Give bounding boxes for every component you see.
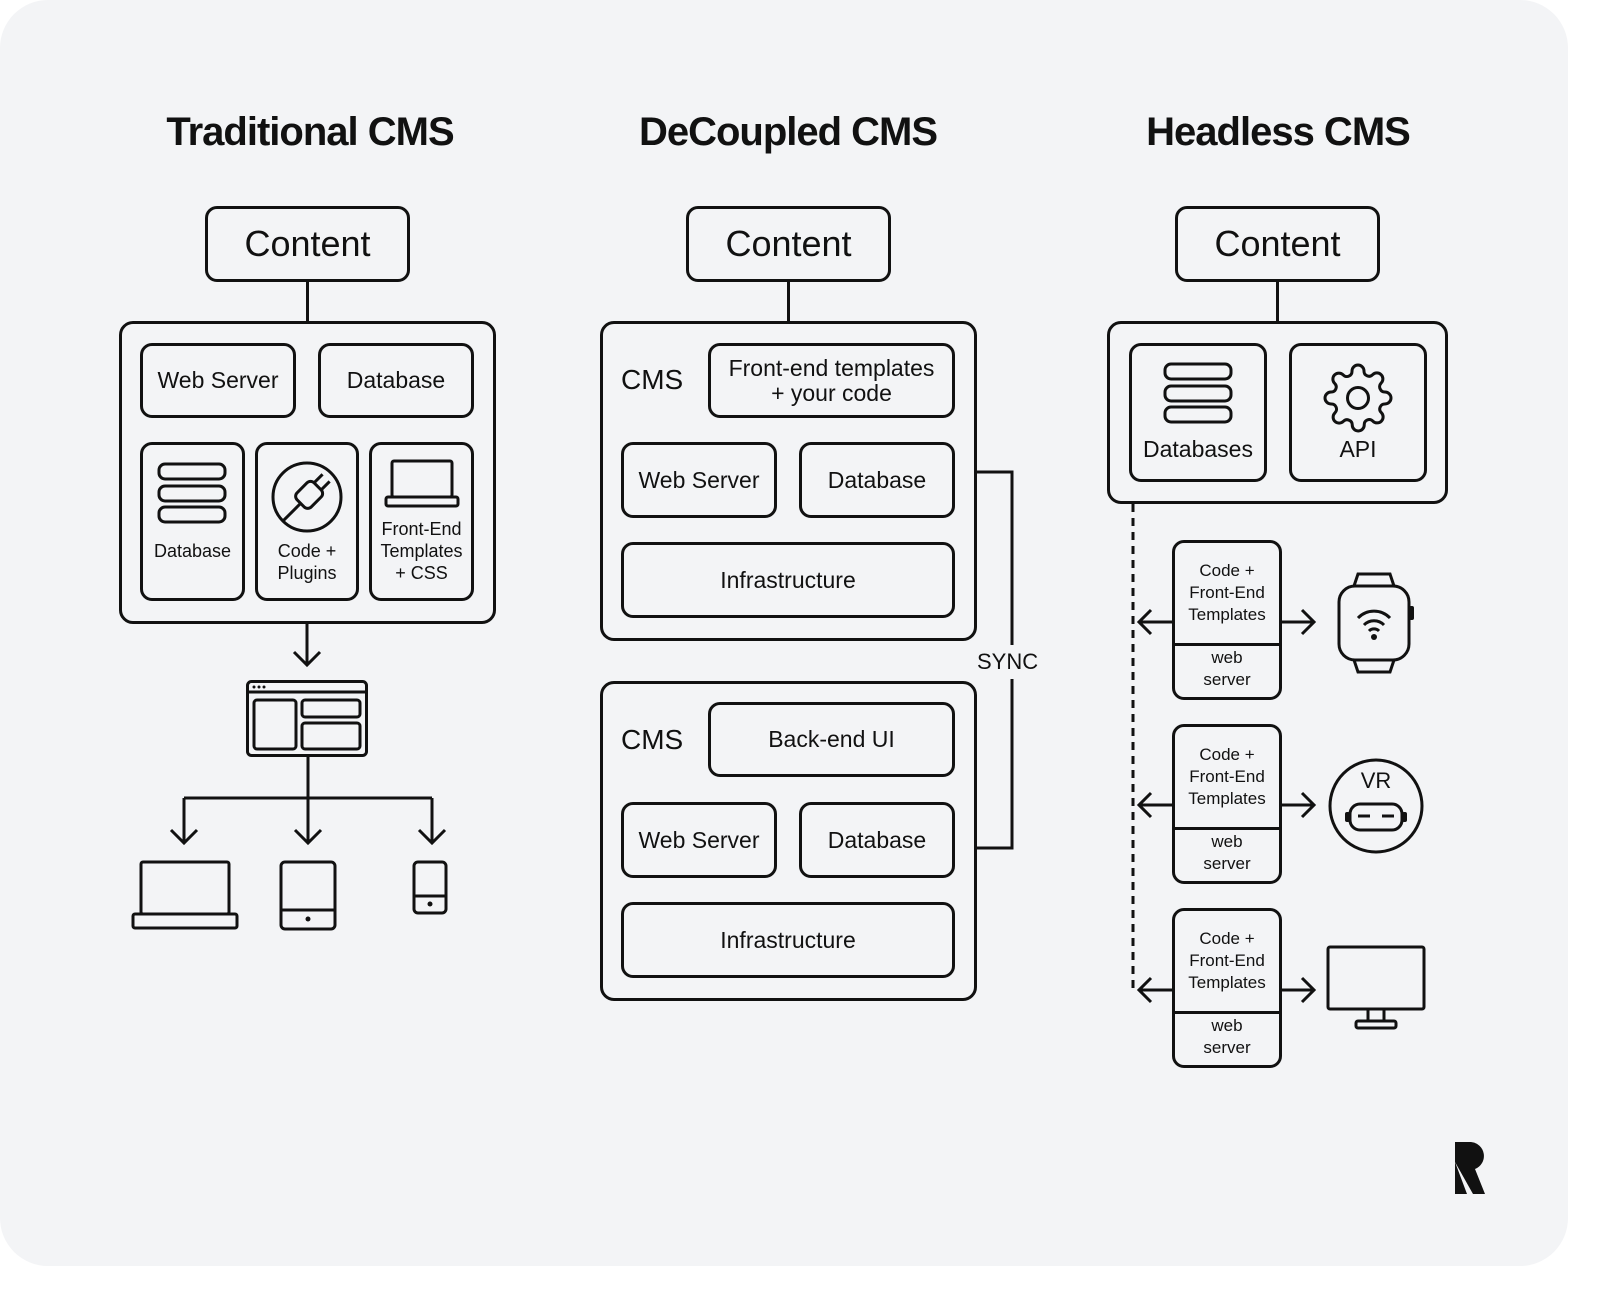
phone-device-icon [412, 860, 448, 915]
channel-2-arrow-left [1136, 791, 1172, 819]
headless-dashed-line [1131, 504, 1135, 992]
headless-content-label: Content [1214, 223, 1341, 264]
traditional-frontend-label: Front-End Templates + CSS [380, 519, 463, 583]
decoupled-database-box-2: Database [799, 802, 955, 878]
decoupled-infrastructure-label-2: Infrastructure [720, 926, 856, 953]
database-icon [157, 462, 227, 524]
traditional-code-plugins-label: Code + Plugins [277, 541, 337, 583]
decoupled-database-label-2: Database [827, 826, 927, 853]
traditional-content-label: Content [244, 223, 371, 264]
headless-channel-2-code: Code + Front-End Templates [1175, 727, 1279, 830]
headless-channel-3: Code + Front-End Templates web server [1172, 908, 1282, 1068]
traditional-database-box: Database [318, 343, 474, 418]
laptop-icon [384, 459, 460, 508]
traditional-database-tile: Database [140, 442, 245, 601]
headless-channel-1-code: Code + Front-End Templates [1175, 543, 1279, 646]
headless-channel-1: Code + Front-End Templates web server [1172, 540, 1282, 700]
monitor-icon [1326, 945, 1426, 1030]
decoupled-connector [787, 282, 790, 322]
decoupled-content-label: Content [725, 223, 852, 264]
decoupled-cms-label-1: CMS [621, 364, 684, 395]
decoupled-web-server-label-2: Web Server [638, 826, 760, 853]
decoupled-frontend-cms-frame [600, 321, 977, 641]
decoupled-web-server-box-2: Web Server [621, 802, 777, 878]
traditional-distribution-arrows [169, 756, 447, 846]
plugin-icon [271, 461, 343, 533]
headless-api-tile: API [1289, 343, 1427, 482]
channel-3-arrow-left [1136, 976, 1172, 1004]
browser-window-icon [246, 680, 368, 757]
channel-2-arrow-right [1282, 791, 1317, 819]
headless-connector [1276, 282, 1279, 322]
traditional-web-server-label: Web Server [157, 367, 279, 393]
traditional-code-plugins-tile: Code + Plugins [255, 442, 359, 601]
sync-label: SYNC [977, 645, 1039, 679]
traditional-database-tile-label: Database [153, 541, 232, 561]
decoupled-frontend-code-box: Front-end templates + your code [708, 343, 955, 418]
gear-icon [1323, 363, 1393, 433]
decoupled-infrastructure-box-2: Infrastructure [621, 902, 955, 978]
traditional-connector [306, 282, 309, 322]
decoupled-infrastructure-box-1: Infrastructure [621, 542, 955, 618]
vr-headset-icon [1328, 758, 1424, 854]
traditional-frontend-tile: Front-End Templates + CSS [369, 442, 474, 601]
headless-api-label: API [1339, 436, 1377, 462]
diagram-canvas: Traditional CMS Content Web Server Datab… [0, 0, 1568, 1266]
decoupled-database-label-1: Database [827, 466, 927, 493]
traditional-content-box: Content [205, 206, 410, 282]
decoupled-infrastructure-label-1: Infrastructure [720, 566, 856, 593]
decoupled-frontend-code-label: Front-end templates + your code [728, 354, 935, 406]
decoupled-backend-ui-label: Back-end UI [768, 726, 895, 752]
headless-title: Headless CMS [1146, 110, 1411, 154]
headless-content-box: Content [1175, 206, 1380, 282]
channel-3-arrow-right [1282, 976, 1317, 1004]
decoupled-backend-ui-box: Back-end UI [708, 702, 955, 777]
headless-channel-2-server: web server [1203, 831, 1251, 873]
tablet-device-icon [279, 860, 337, 931]
databases-icon [1163, 362, 1233, 424]
headless-channel-2: Code + Front-End Templates web server [1172, 724, 1282, 884]
traditional-title: Traditional CMS [166, 110, 454, 154]
smartwatch-icon [1337, 572, 1414, 674]
headless-channel-3-code: Code + Front-End Templates [1175, 911, 1279, 1014]
decoupled-title: DeCoupled CMS [638, 110, 938, 154]
vr-headset-label: VR [1360, 768, 1392, 793]
decoupled-web-server-box-1: Web Server [621, 442, 777, 518]
headless-databases-label: Databases [1143, 436, 1253, 462]
channel-1-arrow-right [1282, 608, 1317, 636]
laptop-device-icon [131, 860, 239, 930]
decoupled-database-box-1: Database [799, 442, 955, 518]
headless-channel-3-server: web server [1203, 1015, 1251, 1057]
traditional-arrow-down [292, 624, 322, 668]
headless-channel-1-server: web server [1203, 647, 1251, 689]
traditional-cms-frame [119, 321, 496, 624]
brand-logo-icon [1455, 1142, 1485, 1194]
headless-databases-tile: Databases [1129, 343, 1267, 482]
headless-backend-frame [1107, 321, 1448, 504]
traditional-web-server-box: Web Server [140, 343, 296, 418]
decoupled-content-box: Content [686, 206, 891, 282]
channel-1-arrow-left [1136, 608, 1172, 636]
decoupled-backend-cms-frame [600, 681, 977, 1001]
traditional-database-label: Database [346, 367, 446, 393]
decoupled-web-server-label-1: Web Server [638, 466, 760, 493]
decoupled-cms-label-2: CMS [621, 724, 684, 755]
